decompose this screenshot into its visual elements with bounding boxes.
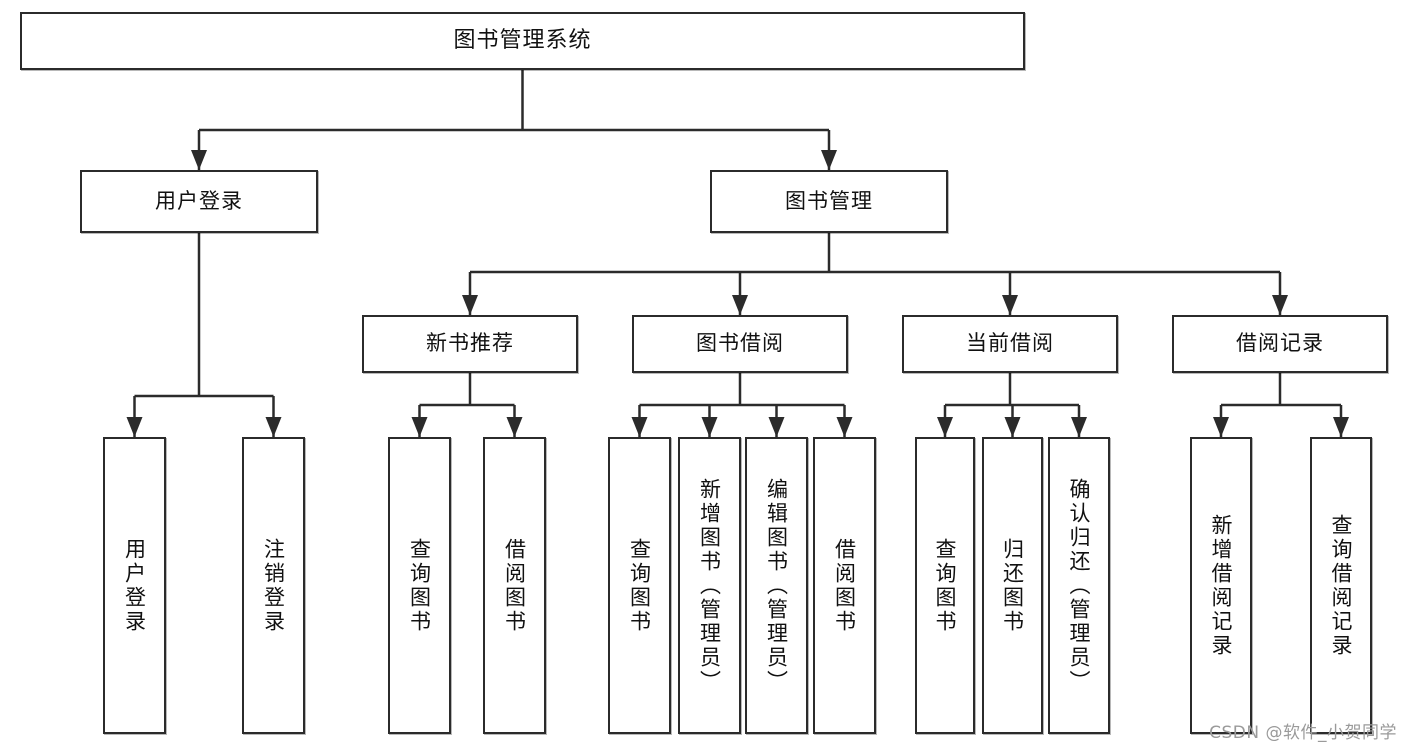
arrowhead-leaf-query-book-3 bbox=[937, 417, 953, 437]
node-label: 查询图书 bbox=[933, 537, 958, 634]
node-root[interactable]: 图书管理系统 bbox=[20, 12, 1025, 70]
arrowhead-leaf-confirm-return bbox=[1071, 417, 1087, 437]
node-label: 借阅图书 bbox=[502, 537, 527, 634]
node-leaf-confirm-return[interactable]: 确认归还（管理员） bbox=[1048, 437, 1110, 734]
arrowhead-leaf-add-book bbox=[701, 417, 718, 437]
node-current[interactable]: 当前借阅 bbox=[902, 315, 1118, 373]
node-leaf-query-record[interactable]: 查询借阅记录 bbox=[1310, 437, 1372, 734]
node-leaf-add-book[interactable]: 新增图书（管理员） bbox=[678, 437, 741, 734]
node-leaf-return-book[interactable]: 归还图书 bbox=[982, 437, 1043, 734]
arrowhead-login bbox=[191, 150, 207, 170]
arrowhead-leaf-return-book bbox=[1004, 417, 1021, 437]
node-label: 查询图书 bbox=[407, 537, 432, 634]
arrowhead-newbook bbox=[462, 295, 478, 315]
node-label: 新书推荐 bbox=[426, 331, 514, 356]
node-label: 借阅图书 bbox=[832, 537, 857, 634]
node-label: 新增借阅记录 bbox=[1209, 513, 1234, 658]
node-leaf-borrow-book-2[interactable]: 借阅图书 bbox=[813, 437, 876, 734]
arrowhead-records bbox=[1272, 295, 1288, 315]
arrowhead-current bbox=[1002, 295, 1018, 315]
node-label: 编辑图书（管理员） bbox=[764, 477, 789, 694]
node-bookmgr[interactable]: 图书管理 bbox=[710, 170, 948, 233]
arrowhead-borrow bbox=[732, 295, 748, 315]
node-label: 注销登录 bbox=[261, 537, 286, 634]
arrowhead-leaf-user-login bbox=[126, 417, 143, 437]
node-label: 用户登录 bbox=[122, 537, 147, 634]
arrowhead-leaf-add-record bbox=[1213, 417, 1229, 437]
node-label: 图书管理系统 bbox=[453, 27, 592, 53]
node-label: 图书借阅 bbox=[696, 331, 784, 356]
node-label: 查询借阅记录 bbox=[1329, 513, 1354, 658]
node-leaf-user-login[interactable]: 用户登录 bbox=[103, 437, 166, 734]
node-label: 查询图书 bbox=[627, 537, 652, 634]
node-leaf-borrow-book-1[interactable]: 借阅图书 bbox=[483, 437, 546, 734]
node-leaf-add-record[interactable]: 新增借阅记录 bbox=[1190, 437, 1252, 734]
node-records[interactable]: 借阅记录 bbox=[1172, 315, 1388, 373]
node-leaf-query-book-1[interactable]: 查询图书 bbox=[388, 437, 451, 734]
arrowhead-leaf-user-logout bbox=[265, 417, 282, 437]
node-borrow[interactable]: 图书借阅 bbox=[632, 315, 848, 373]
arrowhead-leaf-edit-book bbox=[768, 417, 785, 437]
node-newbook[interactable]: 新书推荐 bbox=[362, 315, 578, 373]
arrowhead-leaf-query-record bbox=[1333, 417, 1349, 437]
arrowhead-leaf-query-book-1 bbox=[411, 417, 428, 437]
node-leaf-query-book-2[interactable]: 查询图书 bbox=[608, 437, 671, 734]
node-label: 当前借阅 bbox=[966, 331, 1054, 356]
node-label: 借阅记录 bbox=[1236, 331, 1324, 356]
arrowhead-leaf-borrow-book-2 bbox=[836, 417, 853, 437]
node-leaf-edit-book[interactable]: 编辑图书（管理员） bbox=[745, 437, 808, 734]
node-leaf-query-book-3[interactable]: 查询图书 bbox=[915, 437, 975, 734]
arrowhead-bookmgr bbox=[821, 150, 837, 170]
node-leaf-user-logout[interactable]: 注销登录 bbox=[242, 437, 305, 734]
node-label: 新增图书（管理员） bbox=[697, 477, 722, 694]
arrowhead-leaf-borrow-book-1 bbox=[506, 417, 523, 437]
node-label: 确认归还（管理员） bbox=[1067, 477, 1092, 694]
node-label: 归还图书 bbox=[1000, 537, 1025, 634]
arrowhead-leaf-query-book-2 bbox=[631, 417, 648, 437]
node-login[interactable]: 用户登录 bbox=[80, 170, 318, 233]
node-label: 图书管理 bbox=[785, 188, 873, 213]
node-label: 用户登录 bbox=[155, 188, 243, 213]
